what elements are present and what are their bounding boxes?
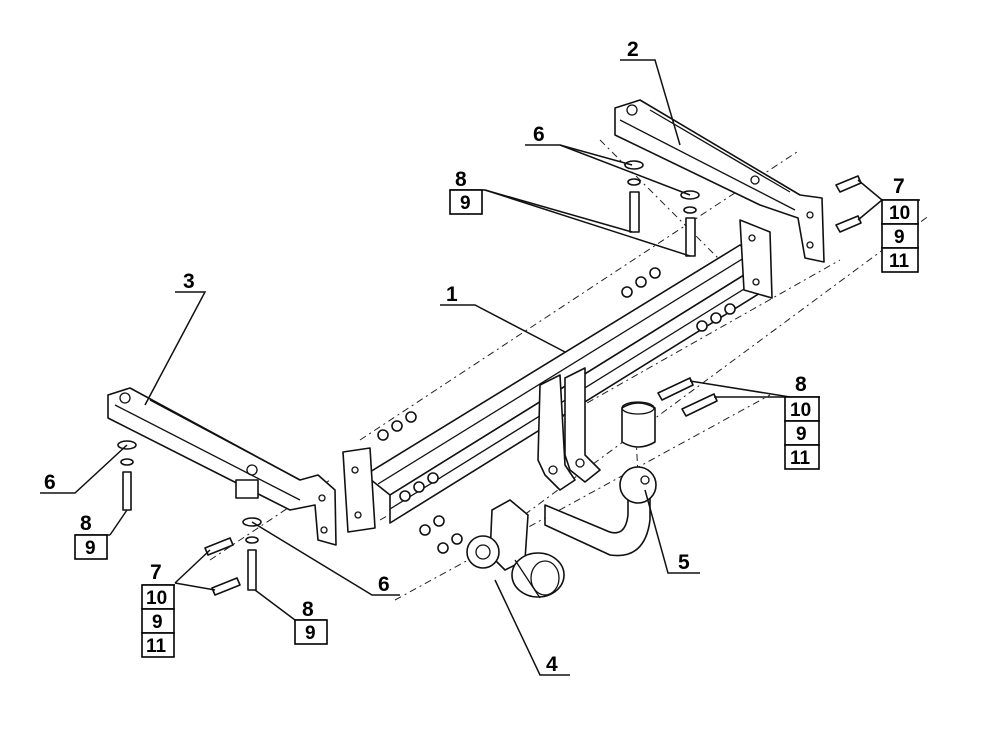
callout-washer-left-bottom: 6 bbox=[378, 573, 390, 596]
stack-top-right: 7 10 9 11 bbox=[881, 175, 920, 273]
callout-beam: 1 bbox=[446, 283, 458, 306]
stack-mid-right-item-3: 11 bbox=[790, 448, 811, 469]
stack-left-upper: 8 9 bbox=[74, 512, 110, 560]
stack-top-middle: 8 9 bbox=[449, 168, 485, 215]
callout-socket-plate: 4 bbox=[546, 653, 558, 676]
stack-left-lower-item-1: 10 bbox=[146, 588, 167, 609]
socket-plate-part bbox=[466, 499, 565, 599]
bolts-right bbox=[657, 175, 862, 417]
cross-beam-part bbox=[342, 219, 773, 533]
stack-left-lower: 7 10 9 11 bbox=[141, 561, 175, 658]
stack-mid-right-item-1: 10 bbox=[790, 400, 811, 421]
nut-group-beam-top bbox=[377, 267, 736, 554]
right-bracket-part bbox=[614, 99, 825, 263]
stack-left-lower-item-0: 7 bbox=[150, 561, 162, 584]
stack-top-right-item-1: 10 bbox=[889, 203, 910, 224]
stack-mid-right: 8 10 9 11 bbox=[784, 373, 820, 470]
stack-left-lower-item-3: 11 bbox=[146, 636, 167, 657]
stack-mid-right-item-2: 9 bbox=[796, 424, 807, 445]
stack-left-center-item-1: 9 bbox=[305, 623, 316, 644]
callout-ball-neck: 5 bbox=[678, 551, 690, 574]
callout-washer-top: 6 bbox=[533, 123, 545, 146]
leader-lines bbox=[40, 59, 883, 676]
bolts-top bbox=[624, 160, 700, 257]
left-bracket-part bbox=[107, 387, 337, 546]
callout-labels: 1 2 3 4 5 6 6 6 bbox=[44, 38, 690, 676]
callout-washer-left: 6 bbox=[44, 471, 56, 494]
stack-left-lower-item-2: 9 bbox=[152, 612, 163, 633]
stack-left-upper-item-0: 8 bbox=[80, 512, 92, 535]
stack-mid-right-item-0: 8 bbox=[795, 373, 807, 396]
stack-top-right-item-3: 11 bbox=[889, 251, 910, 272]
stack-top-middle-item-1: 9 bbox=[460, 193, 471, 214]
callout-right-bracket: 2 bbox=[627, 38, 639, 61]
stack-left-upper-item-1: 9 bbox=[85, 538, 96, 559]
fasteners bbox=[117, 160, 862, 596]
callout-left-bracket: 3 bbox=[183, 270, 195, 293]
stack-top-right-item-2: 9 bbox=[894, 227, 905, 248]
stack-left-center-item-0: 8 bbox=[302, 598, 314, 621]
stack-top-right-item-0: 7 bbox=[893, 175, 905, 198]
stack-left-center: 8 9 bbox=[294, 598, 328, 645]
stack-top-middle-item-0: 8 bbox=[455, 168, 467, 191]
bolts-left bbox=[117, 440, 262, 596]
